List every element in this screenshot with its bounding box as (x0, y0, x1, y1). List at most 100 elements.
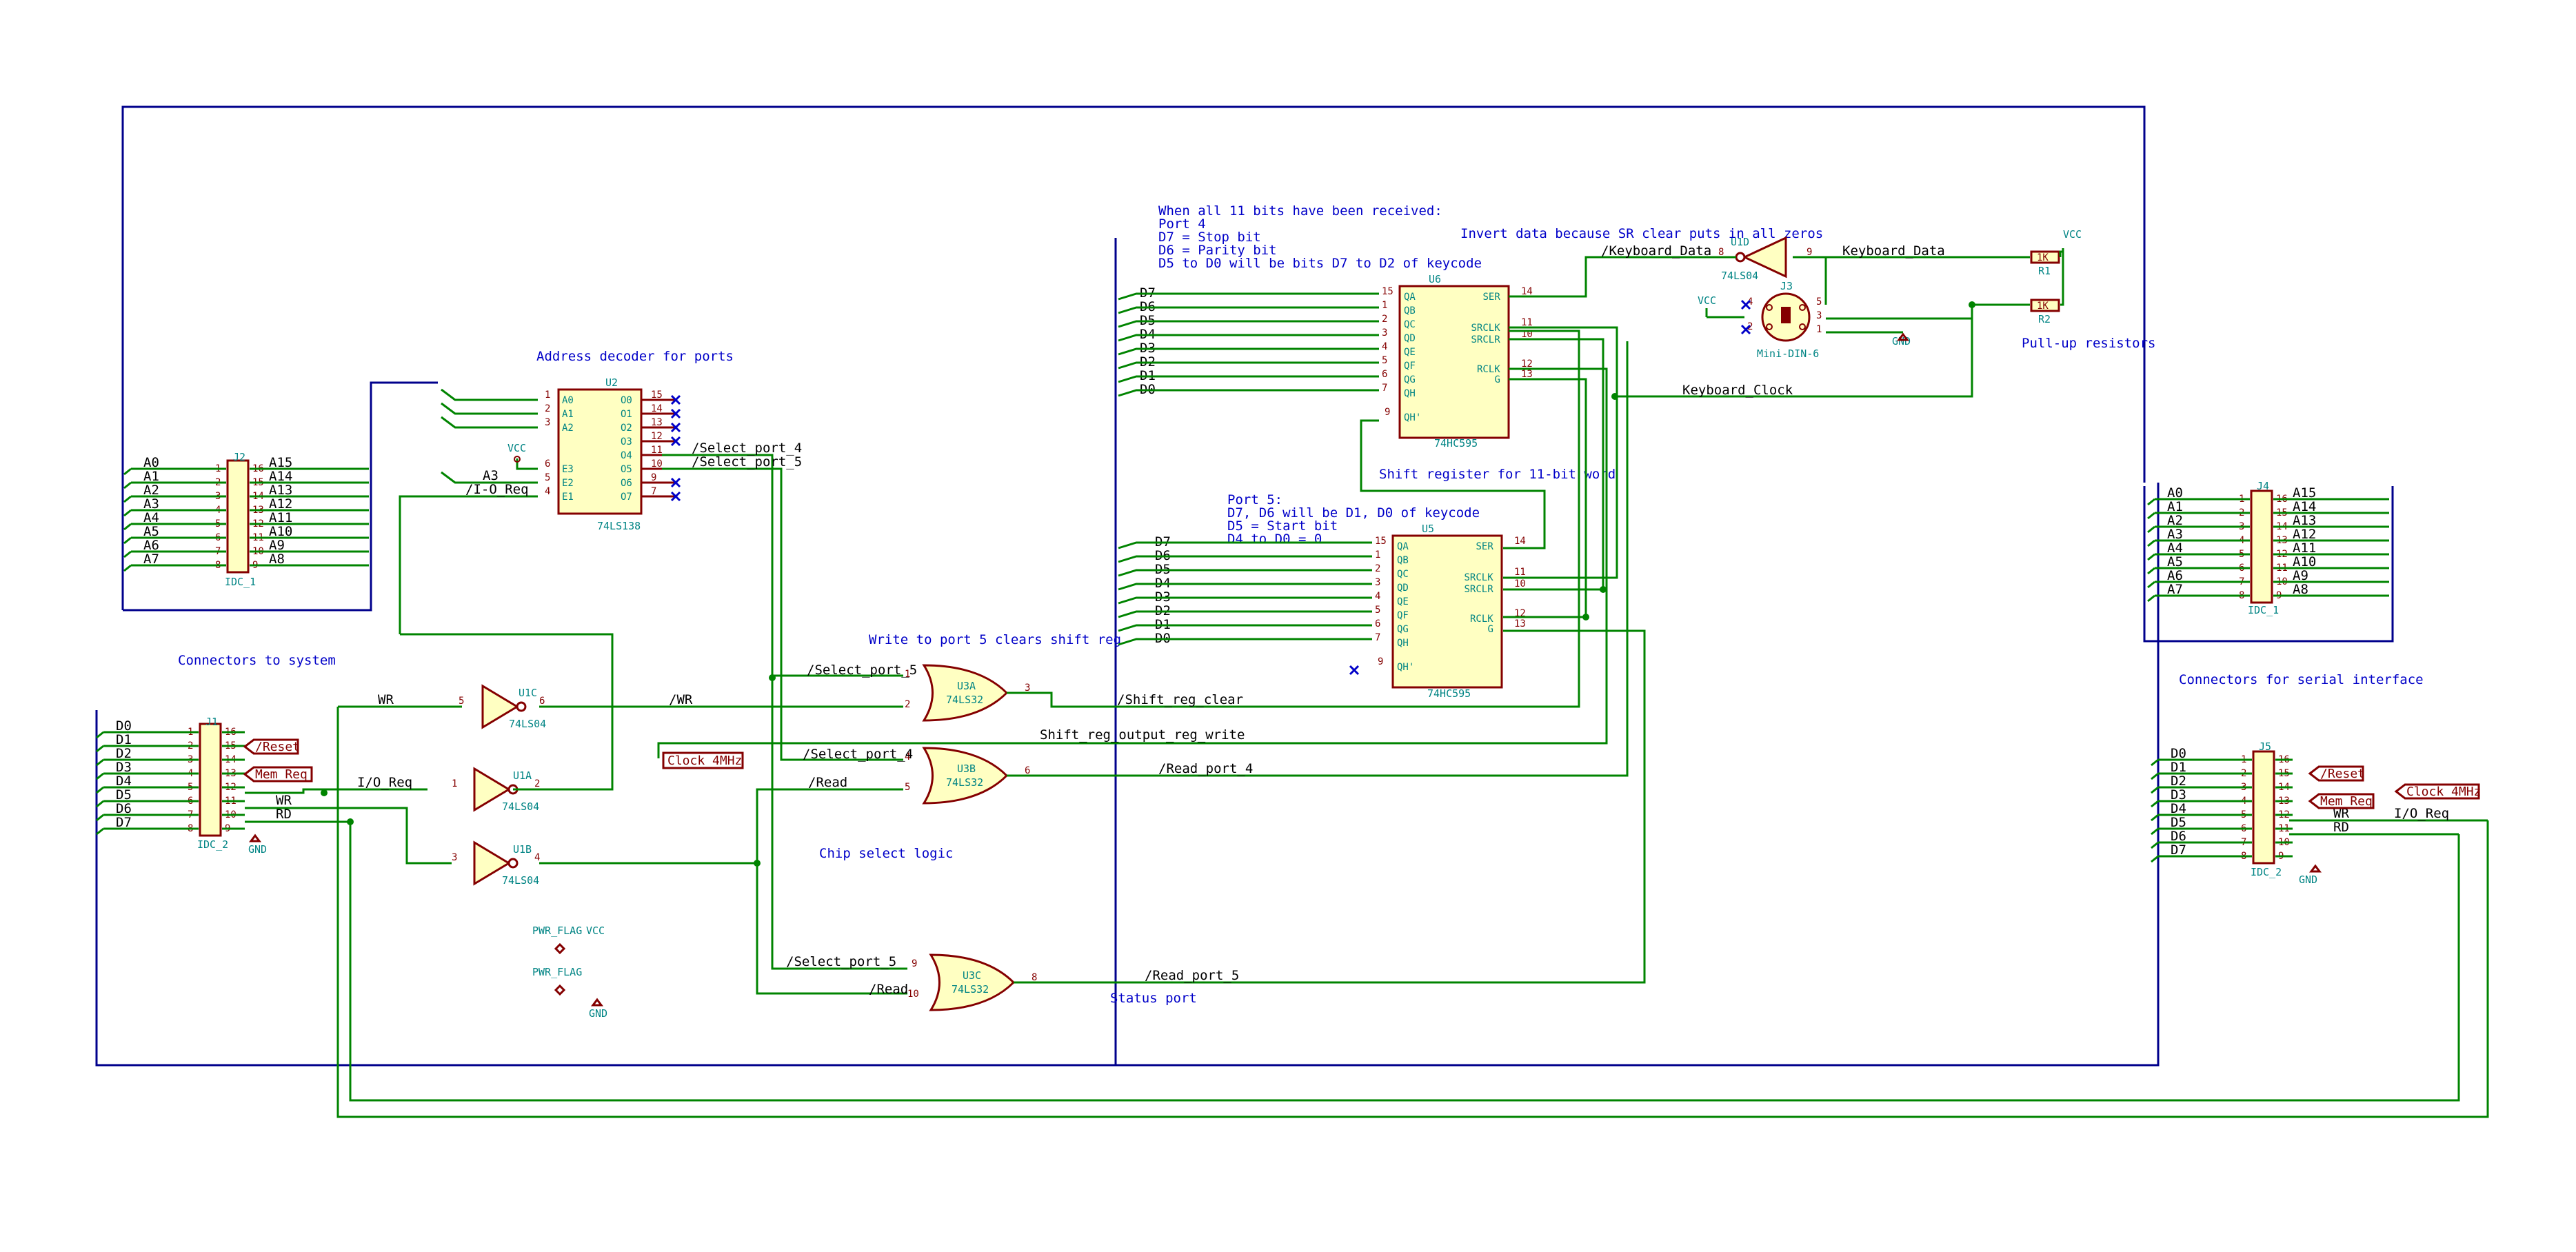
mini-din-j3: J3 Mini-DIN-6 42 531 (1740, 280, 1822, 360)
svg-text:R2: R2 (2038, 313, 2051, 325)
signal-label: D2 (2171, 774, 2186, 789)
signal-label: D4 (116, 774, 132, 789)
pin-name: O2 (621, 423, 632, 434)
svg-text:10: 10 (907, 989, 919, 1000)
note-address-decoder: Address decoder for ports (536, 349, 734, 364)
no-connect (670, 477, 681, 488)
svg-text:IDC_1: IDC_1 (225, 576, 256, 588)
global-labels: /Reset Mem_Req Clock_4MHz /Reset Mem_Req… (243, 738, 2481, 809)
pin-name: A1 (562, 409, 574, 420)
svg-text:/Read: /Read (869, 982, 908, 997)
svg-text:J2: J2 (233, 451, 245, 463)
signal-label: A9 (269, 538, 285, 553)
svg-text:1K: 1K (2037, 301, 2049, 312)
svg-text:8: 8 (1718, 247, 1724, 258)
bus-entry (2151, 827, 2159, 836)
pin-number: 1 (1382, 300, 1387, 311)
bus-entry (96, 827, 104, 836)
pin-number: 11 (1521, 317, 1533, 328)
pin-number: 3 (1382, 327, 1387, 339)
svg-text:/Select_port_5: /Select_port_5 (807, 663, 917, 678)
pin-number: 14 (1521, 286, 1533, 297)
bus-entry (123, 536, 132, 545)
svg-text:74HC595: 74HC595 (1427, 687, 1471, 700)
svg-text:8: 8 (1032, 972, 1037, 983)
pin-name: O0 (621, 395, 632, 406)
pin-number: 5 (1375, 605, 1380, 616)
svg-text:I/O_Req: I/O_Req (357, 775, 412, 790)
svg-text:Mini-DIN-6: Mini-DIN-6 (1757, 347, 1819, 360)
pin-name: O3 (621, 436, 632, 447)
bus-entry (2151, 758, 2159, 767)
svg-text:4: 4 (1747, 296, 1753, 307)
pin-name: E2 (562, 478, 574, 489)
svg-text:VCC: VCC (1698, 294, 1716, 307)
svg-text:/Reset: /Reset (255, 740, 300, 754)
bus-entry (2147, 539, 2155, 547)
signal-label: D6 (116, 801, 132, 816)
pin-name: O4 (621, 450, 632, 461)
pin-number: 6 (1375, 618, 1380, 629)
svg-text:U3C: U3C (963, 969, 981, 982)
signal-label: A7 (2167, 582, 2183, 597)
pin-name: E1 (562, 492, 574, 503)
pin-name: A2 (562, 423, 574, 434)
svg-text:U5: U5 (1422, 523, 1434, 535)
svg-text:/Shift_reg_clear: /Shift_reg_clear (1117, 692, 1243, 707)
bus-entry (96, 814, 104, 822)
pin-name: QA (1397, 541, 1409, 552)
svg-text:A3: A3 (483, 468, 499, 483)
signal-label: A5 (2167, 554, 2183, 569)
signal-label: D0 (116, 718, 132, 734)
svg-text:/WR: /WR (669, 692, 693, 707)
pin-number: 9 (651, 472, 656, 483)
signal-label: A14 (2293, 499, 2316, 514)
signal-label: A10 (2293, 554, 2316, 569)
svg-text:1K: 1K (2037, 252, 2049, 263)
svg-text:D5 = Start bit: D5 = Start bit (1227, 518, 1338, 534)
signal-label: A5 (143, 524, 159, 539)
svg-text:U6: U6 (1429, 273, 1441, 285)
signal-label: D6 (2171, 829, 2186, 844)
svg-text:Mem_Req: Mem_Req (2320, 794, 2373, 809)
pin-number: 2 (545, 403, 550, 414)
svg-text:U3B: U3B (957, 763, 976, 775)
svg-text:6: 6 (539, 696, 545, 707)
signal-label: A4 (2167, 541, 2183, 556)
svg-text:PWR_FLAG: PWR_FLAG (532, 925, 582, 937)
signal-label: D1 (2171, 760, 2186, 775)
pin-number: 13 (1521, 369, 1533, 380)
or-gate-u3b: U3B 74LS32 456 (905, 747, 1030, 805)
signal-label: A6 (143, 538, 159, 553)
pin-name: O7 (621, 492, 632, 503)
svg-text:U2: U2 (605, 376, 618, 389)
signal-label: D0 (2171, 746, 2186, 761)
signal-label: A8 (2293, 582, 2308, 597)
bus-entry (96, 772, 104, 780)
svg-text:Mem_Req: Mem_Req (255, 767, 308, 782)
pin-number: 12 (651, 431, 663, 442)
svg-text:U1B: U1B (513, 843, 532, 856)
signal-label: A1 (143, 469, 159, 484)
pin-name: RCLK (1477, 364, 1500, 375)
bus-entry (96, 731, 104, 739)
no-connect (1349, 665, 1360, 676)
svg-text:4: 4 (905, 751, 910, 763)
pin-number: 13 (1514, 618, 1526, 629)
svg-text:9: 9 (912, 958, 917, 969)
bus-entry (123, 523, 132, 531)
svg-text:GND: GND (248, 843, 267, 856)
svg-text:RD: RD (276, 807, 292, 822)
signal-label: A8 (269, 552, 285, 567)
svg-text:5: 5 (905, 782, 910, 793)
pin-number: 7 (1382, 383, 1387, 394)
pin-number: 4 (1375, 591, 1380, 602)
signal-label: A12 (2293, 527, 2316, 542)
pin-number: 1 (1375, 549, 1380, 561)
svg-text:1: 1 (452, 778, 457, 789)
svg-text:J3: J3 (1780, 280, 1793, 292)
svg-text:/Read: /Read (808, 775, 847, 790)
pin-name: QA (1404, 292, 1416, 303)
